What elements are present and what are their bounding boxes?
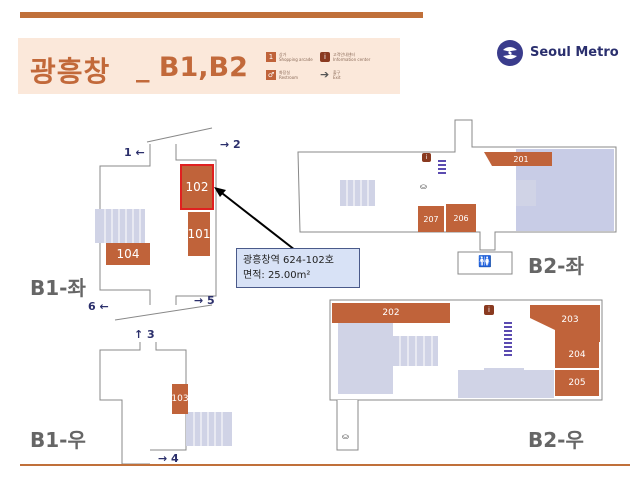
exit-arrow-icon: ➔ <box>320 68 330 81</box>
restroom-icon: ♂ <box>266 70 276 80</box>
exit-4: → 4 <box>158 452 179 465</box>
store-104[interactable]: 104 <box>106 243 150 265</box>
store-201[interactable]: 201 <box>513 154 529 164</box>
exit-6: 6 ← <box>88 300 109 313</box>
info-center-icon: i <box>422 153 431 162</box>
floors-label: _ B1,B2 <box>136 52 248 83</box>
exit-3: ↑ 3 <box>134 328 155 341</box>
store-203[interactable]: 203 <box>561 315 579 325</box>
store-102-highlighted[interactable]: 102 <box>180 164 214 210</box>
shop-number-icon: 1 <box>266 52 276 62</box>
exit-5: → 5 <box>194 294 215 307</box>
store-info-callout: 광흥창역 624-102호 면적: 25.00m² <box>236 248 360 288</box>
info-center-icon: i <box>484 305 494 315</box>
restroom-map-icon: 🚻 <box>478 255 492 268</box>
store-207[interactable]: 207 <box>418 206 444 232</box>
store-206[interactable]: 206 <box>446 204 476 232</box>
exit-2: → 2 <box>220 138 241 151</box>
store-202[interactable]: 202 <box>332 303 450 323</box>
elevator-icon: ⛀ <box>342 432 349 441</box>
logo-text: Seoul Metro <box>530 45 619 60</box>
floor-label-b2-right: B2-우 <box>528 428 584 452</box>
floor-label-b1-left: B1-좌 <box>30 276 86 300</box>
store-103[interactable]: 103 <box>171 384 189 414</box>
store-205[interactable]: 205 <box>555 370 599 396</box>
exit-1: 1 ← <box>124 146 145 159</box>
info-icon: i <box>320 52 330 62</box>
station-name: 광흥창 <box>30 55 111 88</box>
store-101[interactable]: 101 <box>188 212 210 256</box>
title-banner <box>18 38 400 94</box>
callout-area: 면적: 25.00m² <box>243 270 311 281</box>
bottom-accent-bar <box>20 464 630 466</box>
store-204[interactable]: 204 <box>555 342 599 368</box>
callout-store-id: 광흥창역 624-102호 <box>243 255 334 266</box>
floor-label-b2-left: B2-좌 <box>528 254 584 278</box>
floor-label-b1-right: B1-우 <box>30 428 86 452</box>
top-accent-bar <box>20 12 423 18</box>
elevator-icon: ⛀ <box>420 182 427 191</box>
seoul-metro-logo-icon <box>497 40 523 66</box>
